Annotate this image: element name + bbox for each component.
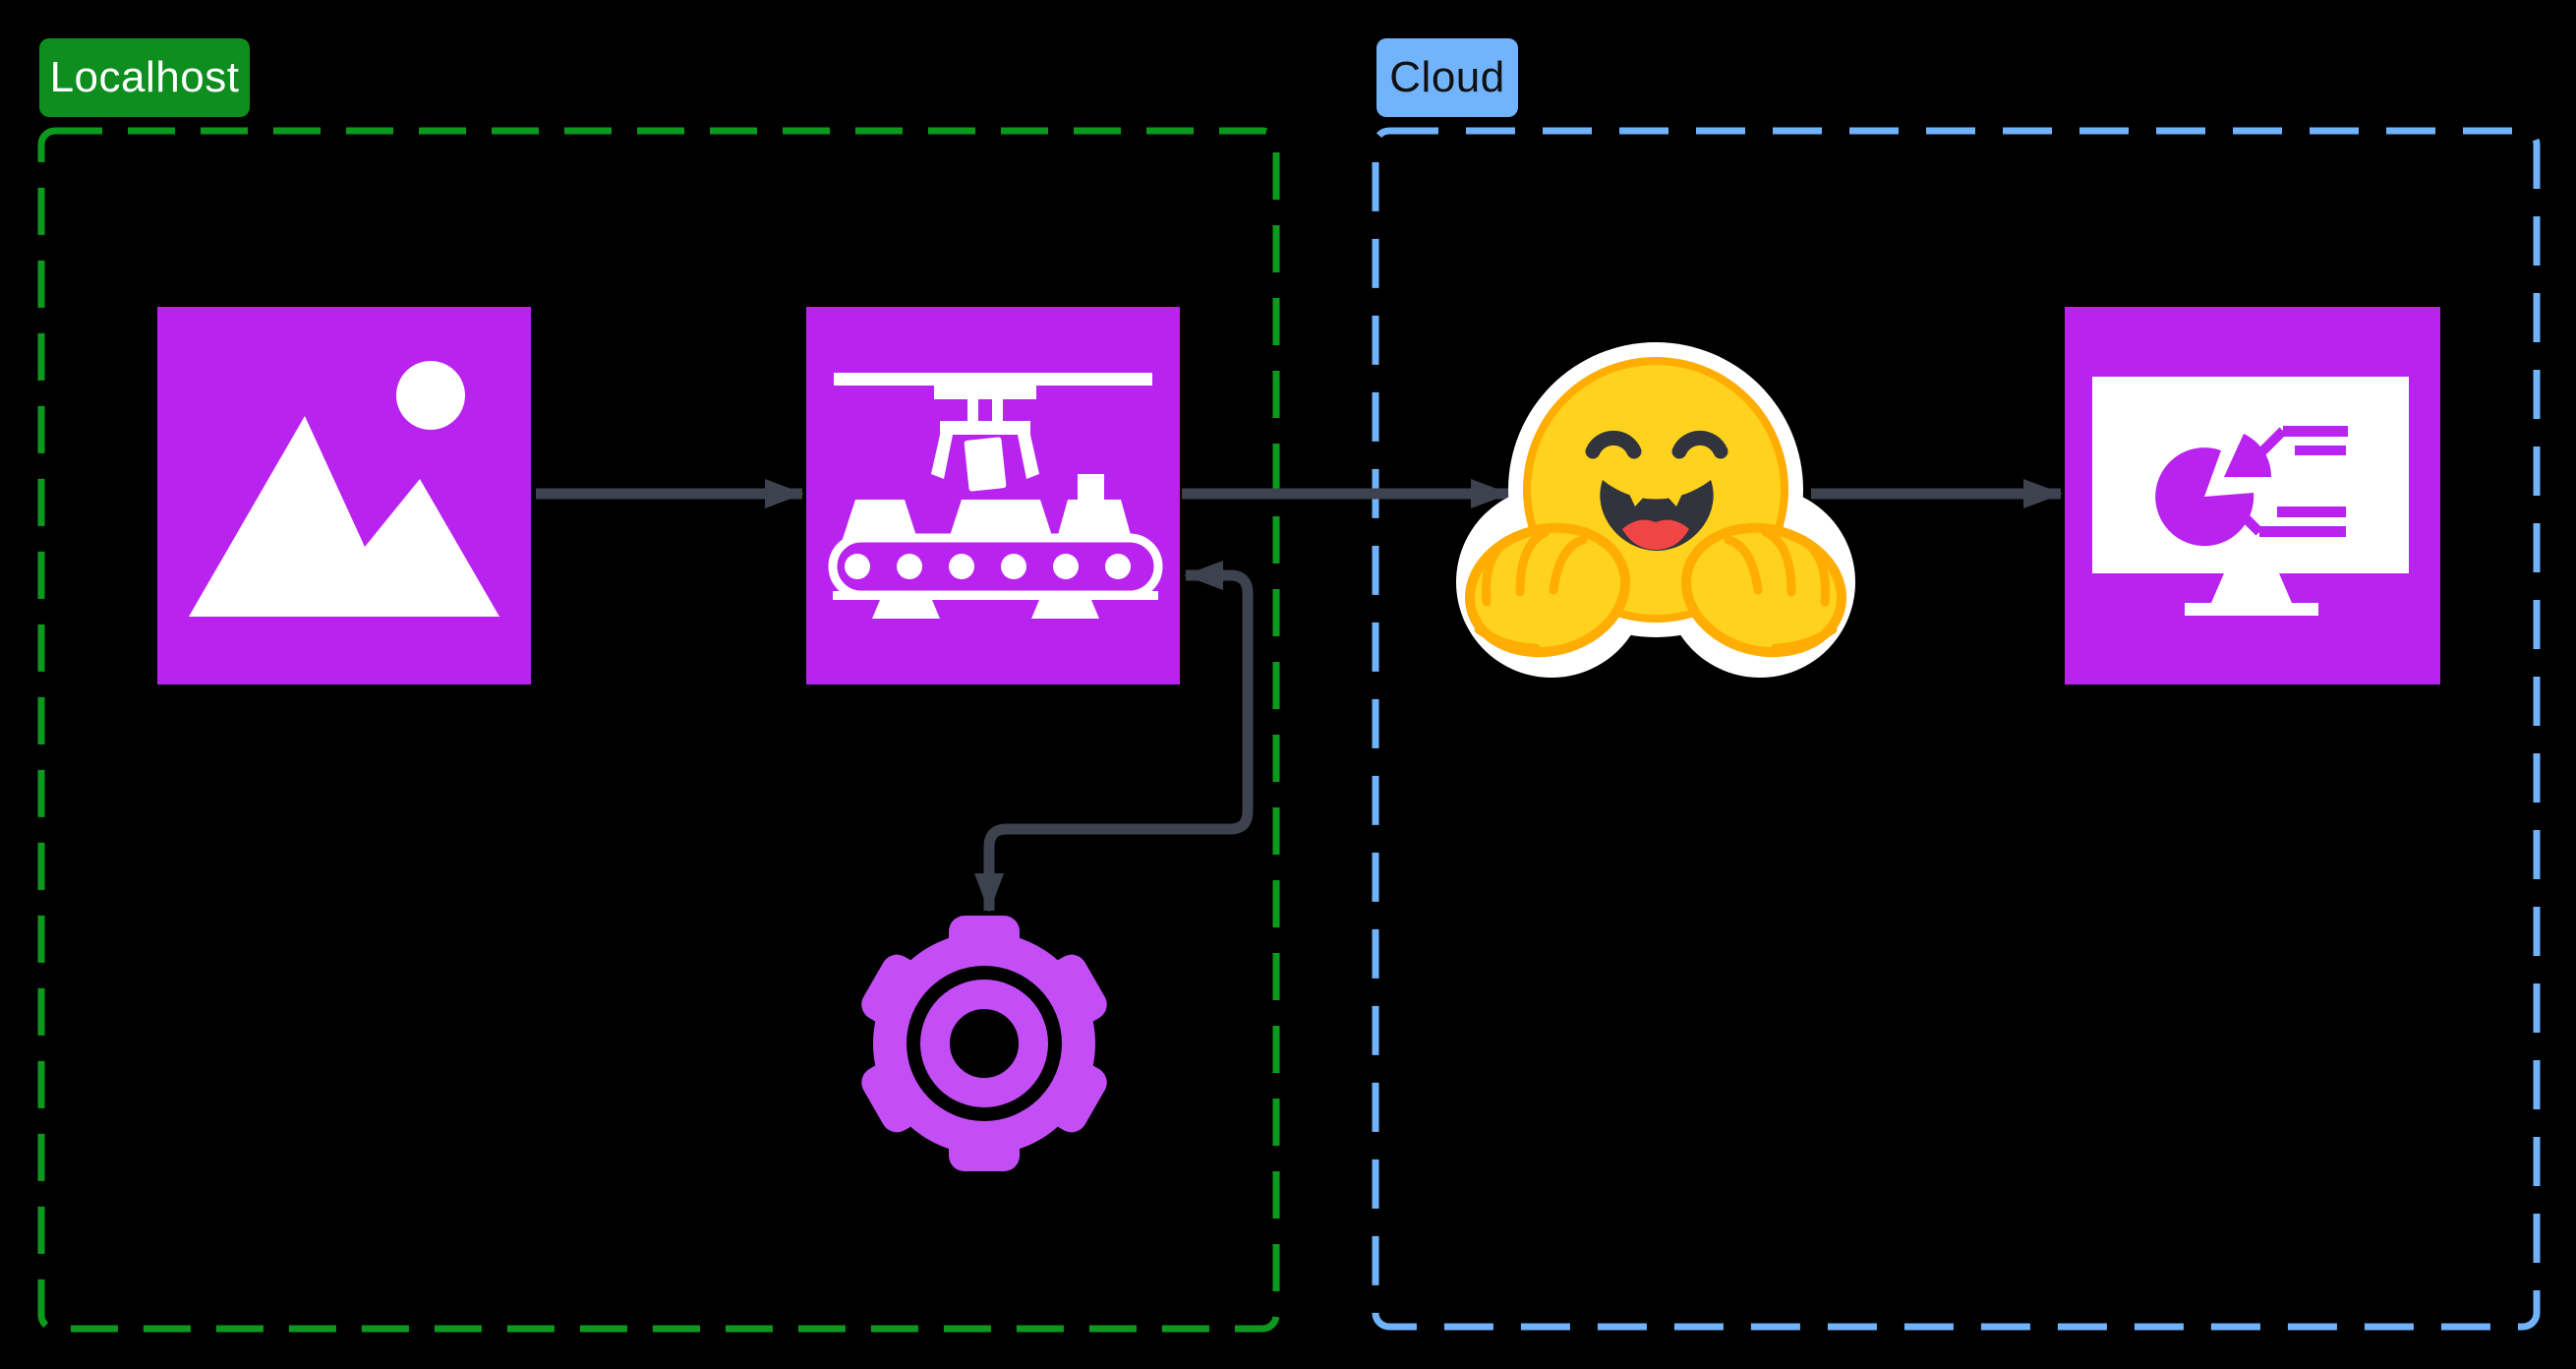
cloud-group-label: Cloud bbox=[1376, 38, 1518, 117]
image-icon bbox=[189, 361, 499, 617]
right-hand bbox=[1680, 522, 1847, 658]
pipeline-node bbox=[806, 307, 1180, 684]
conveyor-robot-arm-icon bbox=[828, 373, 1163, 619]
gear-icon bbox=[861, 916, 1107, 1171]
image-node bbox=[157, 307, 531, 684]
huggingface-node bbox=[1456, 342, 1855, 678]
cloud-boundary bbox=[1372, 127, 2541, 1331]
left-hand bbox=[1464, 522, 1631, 658]
localhost-boundary bbox=[37, 127, 1280, 1333]
monitor-pie-chart-icon bbox=[2092, 377, 2409, 616]
pipeline-node-box bbox=[806, 307, 1180, 684]
gear-node bbox=[861, 916, 1107, 1171]
monitor-node bbox=[2065, 307, 2440, 684]
edge-pipeline-gear-loop bbox=[974, 561, 1254, 913]
image-node-box bbox=[157, 307, 531, 684]
hugging-face-emoji-icon bbox=[1456, 342, 1855, 678]
localhost-group-label: Localhost bbox=[39, 38, 250, 117]
